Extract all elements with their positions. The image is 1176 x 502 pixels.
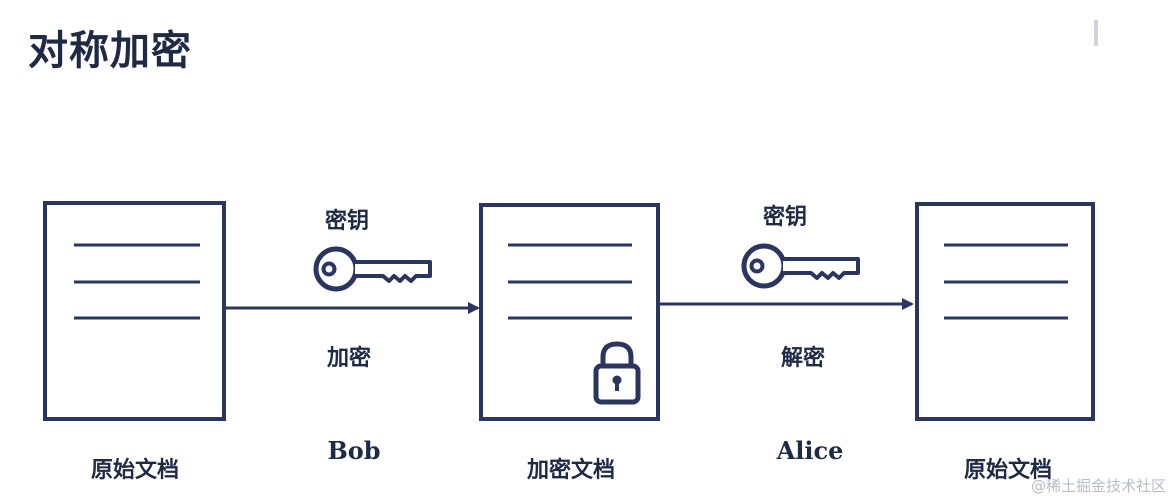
left-document-caption: 原始文档 [90,458,180,483]
document-icon [43,201,226,421]
encrypt-key-label: 密钥 [324,209,370,234]
key-icon [741,243,860,289]
document-icon [915,202,1095,421]
document-left [43,201,226,421]
document-right [915,202,1095,421]
corner-mark [1094,20,1098,46]
decrypt-key-label: 密钥 [762,205,808,230]
receiver-label: Alice [776,436,844,465]
middle-document-caption: 加密文档 [526,458,616,483]
key-icon [313,246,432,292]
document-middle [479,203,660,421]
watermark: @稀土掘金技术社区 [1030,477,1166,495]
encrypt-label: 加密 [326,346,372,371]
diagram-title: 对称加密 [28,28,192,74]
right-document-caption: 原始文档 [963,458,1053,483]
padlock-icon [593,341,641,405]
decrypt-label: 解密 [780,346,826,371]
sender-label: Bob [327,436,381,465]
